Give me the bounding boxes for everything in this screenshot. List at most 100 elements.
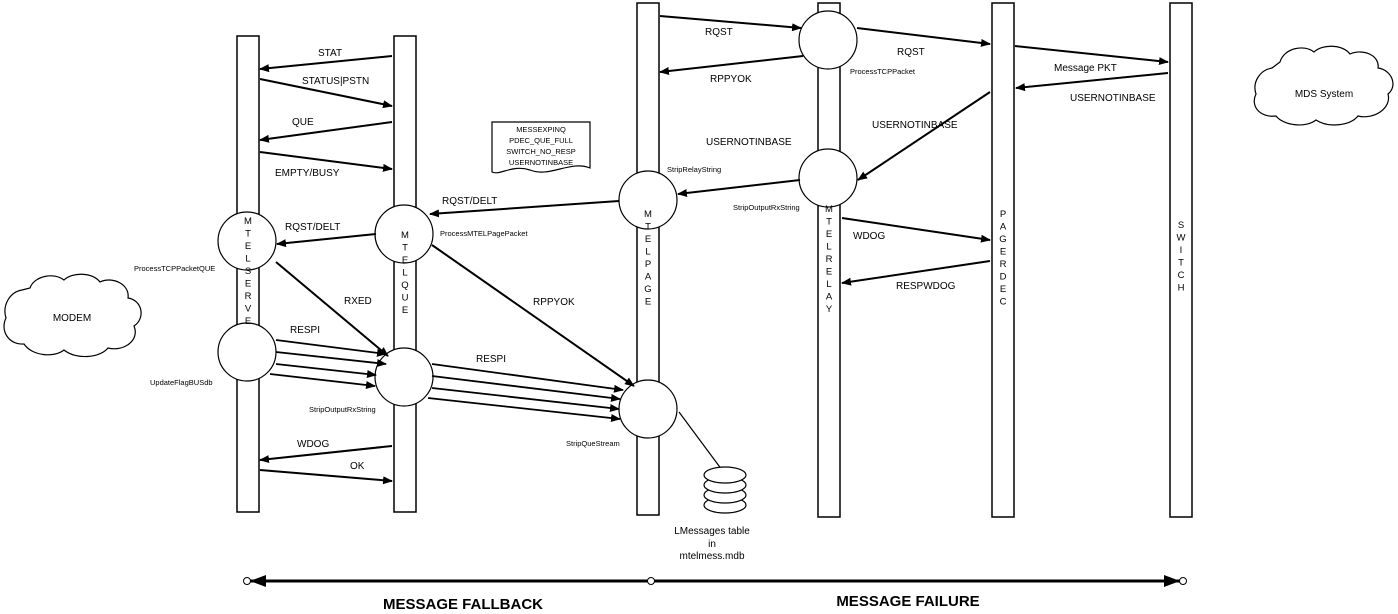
mtelpage-letter: L — [645, 247, 650, 258]
mtelserve-letter: E — [245, 316, 251, 327]
proc-strip-output-rx-string-1: StripOutputRxString — [309, 405, 376, 414]
arrow-que — [259, 121, 393, 143]
arrow-empty-busy — [259, 151, 393, 172]
process-circle-relay-1 — [798, 10, 858, 70]
arrow-rqst-delt-1 — [276, 233, 377, 248]
footer-message-failure: MESSAGE FAILURE — [836, 593, 979, 610]
pagerdec-letter: P — [1000, 209, 1006, 220]
msg-que: QUE — [292, 117, 314, 128]
arrow-rqst-2 — [856, 27, 991, 47]
db-label-line-2: in — [708, 539, 716, 550]
msg-wdog-2: WDOG — [853, 231, 885, 242]
mtelque-letter: U — [402, 293, 409, 304]
msg-message-pkt: Message PKT — [1054, 63, 1117, 74]
modem-cloud: MODEM — [3, 273, 142, 358]
mtelrelay-lifeline — [817, 2, 841, 518]
msg-rqst-2: RQST — [897, 47, 925, 58]
arrow-respi-2b — [431, 375, 621, 402]
database-icon — [703, 466, 747, 514]
mtelque-letter: T — [402, 243, 408, 254]
mtelque-letter: E — [402, 255, 408, 266]
msg-status-pstn: STATUS|PSTN — [302, 76, 369, 87]
arrow-usernotinbase-2 — [857, 91, 991, 181]
error-note — [491, 121, 591, 174]
switch-letter: H — [1178, 283, 1185, 294]
mtelserve-letter: T — [245, 229, 251, 240]
msg-rqst-delt-2: RQST/DELT — [442, 196, 497, 207]
switch-letter: I — [1180, 245, 1183, 256]
arrow-rppyok-1 — [431, 244, 635, 387]
mtelrelay-letter: R — [826, 254, 833, 265]
msg-usernotinbase-3: USERNOTINBASE — [706, 137, 792, 148]
db-connector — [678, 411, 723, 471]
mtelpage-letter: M — [644, 209, 652, 220]
mtelserve-letter: E — [245, 241, 251, 252]
switch-letter: W — [1177, 233, 1186, 244]
pagerdec-letter: R — [1000, 259, 1007, 270]
note-line-2: PDEC_QUE_FULL — [509, 136, 573, 145]
note-line-3: SWITCH_NO_RESP — [506, 147, 576, 156]
note-line-1: MESSEXPINQ — [516, 125, 566, 134]
mtelrelay-letter: M — [825, 204, 833, 215]
arrow-respi-2a — [431, 363, 624, 393]
arrow-respi-1b — [275, 351, 387, 368]
mtelserve-letter: V — [245, 304, 252, 315]
msg-stat: STAT — [318, 48, 342, 59]
pagerdec-letter: A — [1000, 222, 1007, 233]
msg-wdog-1: WDOG — [297, 439, 329, 450]
msg-rxed: RXED — [344, 296, 372, 307]
msg-rqst-1: RQST — [705, 27, 733, 38]
msg-respi-2: RESPI — [476, 354, 506, 365]
arrow-status-pstn — [259, 78, 393, 109]
arrow-strip-relay — [677, 179, 801, 197]
msg-usernotinbase-1: USERNOTINBASE — [1070, 93, 1156, 104]
mtelrelay-letter: Y — [826, 304, 833, 315]
mtelpage-letter: G — [644, 284, 651, 295]
mtelpage-letter: E — [645, 297, 651, 308]
mtelserve-letter: L — [245, 254, 250, 265]
process-circle-serve-2 — [217, 322, 277, 382]
arrow-rxed — [275, 261, 389, 357]
msg-empty-busy: EMPTY/BUSY — [275, 168, 340, 179]
mds-system-cloud: MDS System — [1253, 45, 1394, 126]
pagerdec-letter: E — [1000, 247, 1006, 258]
mtelrelay-letter: A — [826, 292, 833, 303]
pagerdec-letter: D — [1000, 272, 1007, 283]
arrow-respi-1c — [275, 363, 377, 378]
arrow-wdog-2 — [841, 217, 991, 243]
proc-strip-relay-string: StripRelayString — [667, 165, 721, 174]
msg-ok: OK — [350, 461, 365, 472]
mtelserve-letter: E — [245, 279, 251, 290]
arrow-respwdog — [841, 260, 991, 286]
pagerdec-letter: G — [999, 234, 1006, 245]
switch-letter: S — [1178, 220, 1184, 231]
msg-rppyok-1: RPPYOK — [533, 297, 575, 308]
process-circle-page-1 — [618, 170, 678, 230]
proc-process-mtel-page-packet: ProcessMTELPagePacket — [440, 229, 528, 238]
pagerdec-letter: C — [1000, 297, 1007, 308]
arrow-wdog-1 — [259, 445, 393, 464]
mtelque-letter: L — [402, 268, 407, 279]
msg-usernotinbase-2: USERNOTINBASE — [872, 120, 958, 131]
proc-process-tcp-packet-que: ProcessTCPPacketQUE — [134, 264, 215, 273]
mtelrelay-letter: L — [826, 242, 831, 253]
msg-respi-1: RESPI — [290, 325, 320, 336]
arrow-rqst-1 — [659, 15, 802, 32]
msg-rppyok-2: RPPYOK — [710, 74, 752, 85]
mtelque-letter: Q — [401, 280, 408, 291]
arrow-message-pkt — [1014, 45, 1169, 66]
mtelserve-letter: R — [245, 291, 252, 302]
msg-rqst-delt-1: RQST/DELT — [285, 222, 340, 233]
arrow-ok — [259, 469, 393, 485]
footer-timeline — [243, 575, 1187, 587]
mtelserve-letter: S — [245, 266, 251, 277]
db-label-line-3: mtelmess.mdb — [679, 551, 744, 562]
arrow-stat — [259, 55, 393, 73]
mds-system-label: MDS System — [1295, 89, 1353, 100]
arrow-rppyok-2 — [659, 55, 804, 75]
